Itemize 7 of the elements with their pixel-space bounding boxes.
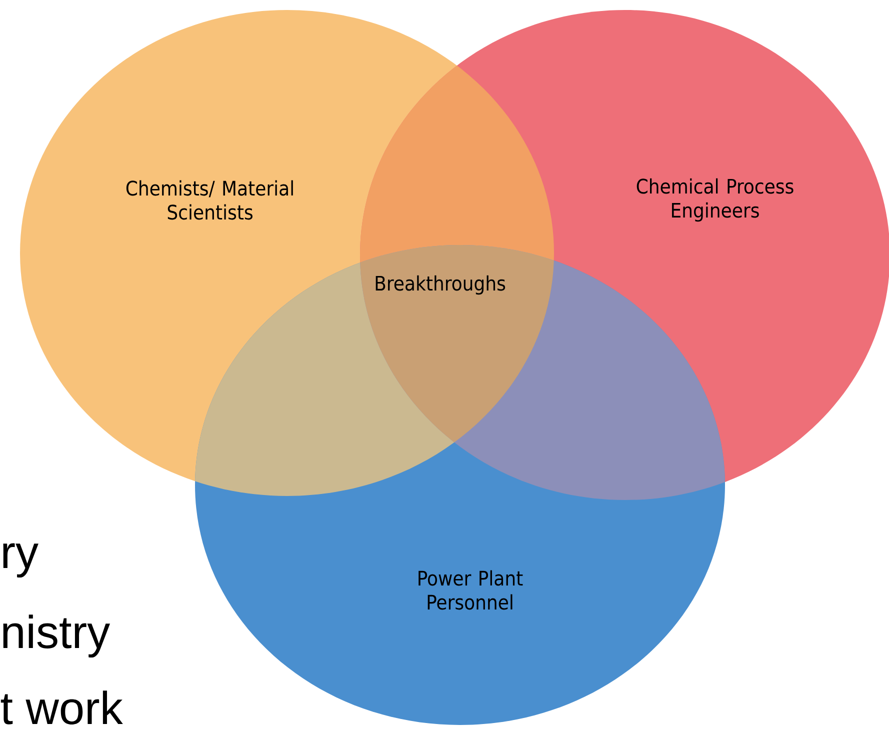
text-line: nistry <box>3 614 110 658</box>
text-line: ry <box>3 543 38 578</box>
text-line: t work <box>0 690 123 724</box>
circle-label: Chemists/ Material Scientists <box>126 180 293 220</box>
circle-label: Chemical Process Engineers <box>636 178 794 222</box>
overlap-label: Breakthroughs <box>376 275 506 295</box>
circle-label: Power Plant Personnel <box>418 570 523 610</box>
